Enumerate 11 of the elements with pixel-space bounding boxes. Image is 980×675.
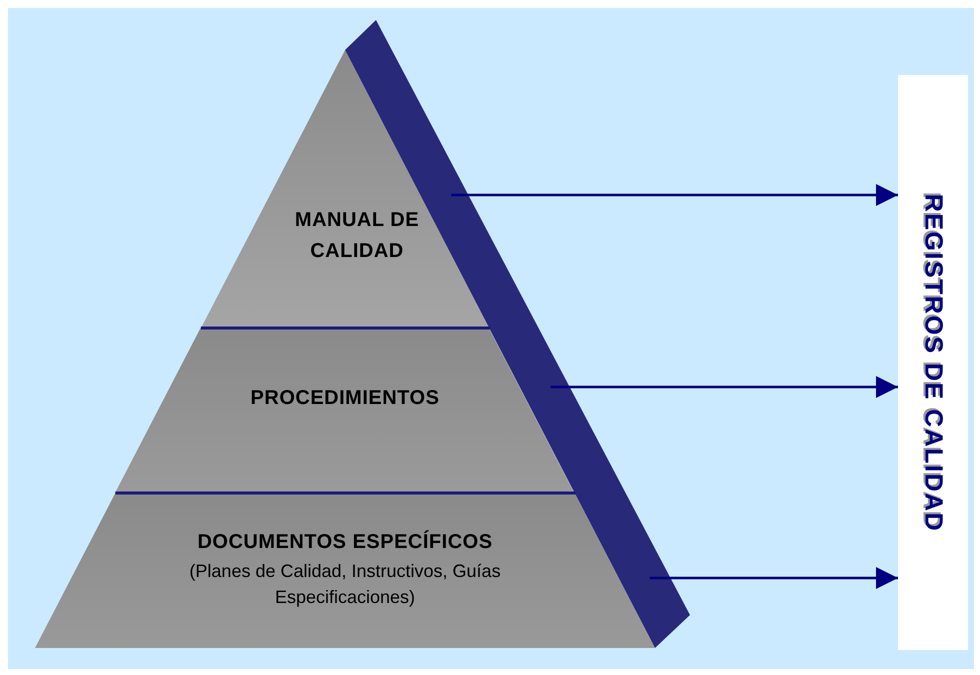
pyramid-level (35, 493, 655, 648)
pyramid-level (200, 50, 490, 328)
level-title: MANUAL DE CALIDAD (294, 208, 420, 264)
level-title: DOCUMENTOS ESPECÍFICOS (197, 529, 493, 555)
side-panel (898, 75, 968, 650)
arrow (550, 376, 898, 398)
level-description: (Planes de Calidad, Instructivos, Guías Especificaciones) (188, 560, 502, 609)
level-title: PROCEDIMIENTOS (250, 386, 440, 411)
pyramid-level (115, 328, 575, 493)
panel-title: REGISTROS DE CALIDAD (918, 193, 948, 532)
arrow (650, 567, 898, 589)
